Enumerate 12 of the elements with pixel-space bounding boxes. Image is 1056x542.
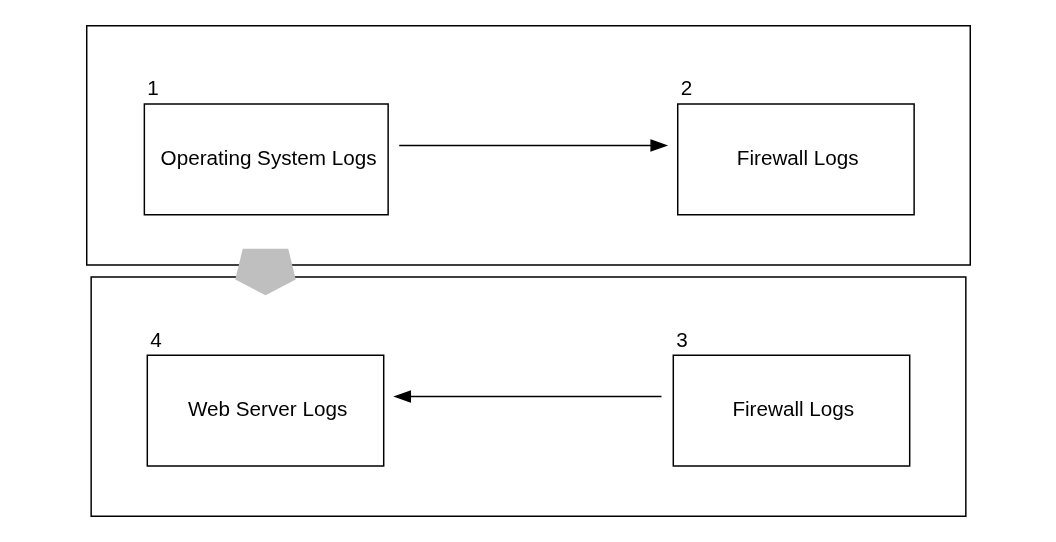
node-label: 1 xyxy=(146,76,159,100)
node-box: Firewall Logs xyxy=(672,354,910,467)
node-label: 4 xyxy=(149,327,162,351)
cluster xyxy=(85,25,971,266)
arrow xyxy=(398,139,668,152)
node-box: Operating System Logs xyxy=(143,103,389,216)
arrow xyxy=(392,390,662,403)
cluster xyxy=(89,276,967,517)
node-box: Web Server Logs xyxy=(146,354,384,467)
node-label: 3 xyxy=(675,327,688,351)
node-box: Firewall Logs xyxy=(676,103,915,216)
node-label: 2 xyxy=(680,76,692,100)
